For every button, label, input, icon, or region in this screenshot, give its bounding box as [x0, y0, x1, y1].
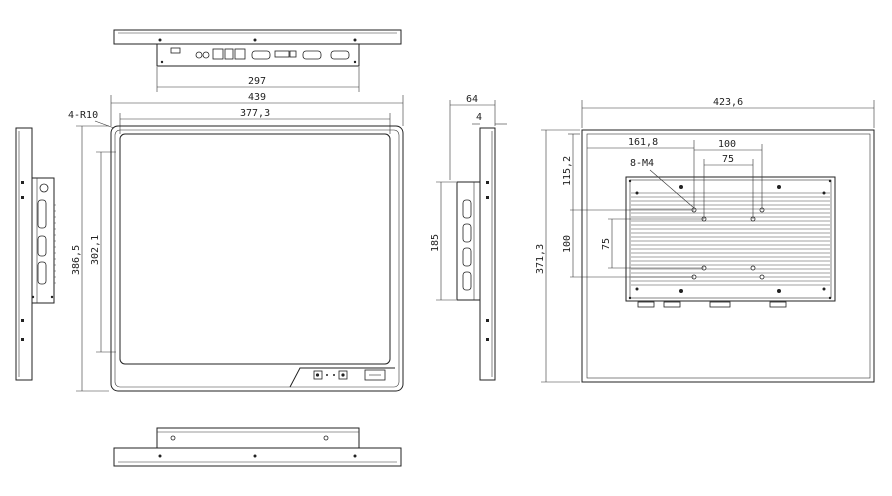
dimension-185: 185	[430, 181, 456, 301]
left-side-view	[15, 127, 56, 381]
dimension-302: 302,1	[90, 151, 116, 353]
left-side-fins	[54, 204, 56, 284]
top-view	[113, 29, 402, 67]
dim-label-297: 297	[248, 76, 266, 87]
dim-label-vesa-100-h: 100	[718, 139, 736, 150]
dim-label-vesa-100-v: 100	[562, 235, 573, 253]
back-heatsink-fins	[631, 192, 830, 286]
dim-label-371: 371,3	[535, 244, 546, 274]
dim-label-corner-radius: 4-R10	[68, 110, 98, 121]
dimension-423: 423,6	[581, 97, 875, 128]
dim-label-64: 64	[466, 94, 478, 105]
dimension-4: 4	[472, 112, 507, 125]
back-bottom-connectors	[637, 301, 787, 308]
front-buttons	[313, 369, 386, 381]
dim-label-vesa-75-v: 75	[601, 238, 612, 250]
dimension-439: 439	[110, 92, 404, 126]
back-view	[581, 129, 875, 383]
dim-label-161: 161,8	[628, 137, 658, 148]
front-view	[110, 125, 404, 392]
dim-label-386: 386,5	[71, 245, 82, 275]
top-view-ports	[170, 47, 350, 60]
dim-label-377: 377,3	[240, 108, 270, 119]
dim-label-439: 439	[248, 92, 266, 103]
dimension-115: 115,2	[562, 133, 580, 210]
dim-label-4: 4	[476, 112, 482, 123]
dimension-297: 297	[156, 67, 360, 92]
dimension-377: 377,3	[119, 108, 391, 134]
dim-label-screw-holes: 8-M4	[630, 158, 654, 169]
dim-label-vesa-75-h: 75	[722, 154, 734, 165]
dim-label-302: 302,1	[90, 235, 101, 265]
right-side-view	[456, 127, 496, 381]
dimension-75-horizontal: 75	[703, 154, 754, 219]
dimension-100-vertical: 100	[562, 209, 694, 278]
dimension-161: 161,8	[587, 137, 695, 210]
dim-label-185: 185	[430, 234, 441, 252]
dim-label-115: 115,2	[562, 156, 573, 186]
dimension-386: 386,5	[71, 125, 109, 392]
dimension-75-vertical: 75	[601, 218, 704, 269]
dimension-100-horizontal: 100	[694, 139, 763, 210]
dim-label-423: 423,6	[713, 97, 743, 108]
vesa-holes	[691, 207, 765, 280]
dimension-371: 371,3	[535, 129, 580, 383]
bottom-view	[113, 427, 402, 467]
dimension-64: 64	[449, 94, 496, 180]
